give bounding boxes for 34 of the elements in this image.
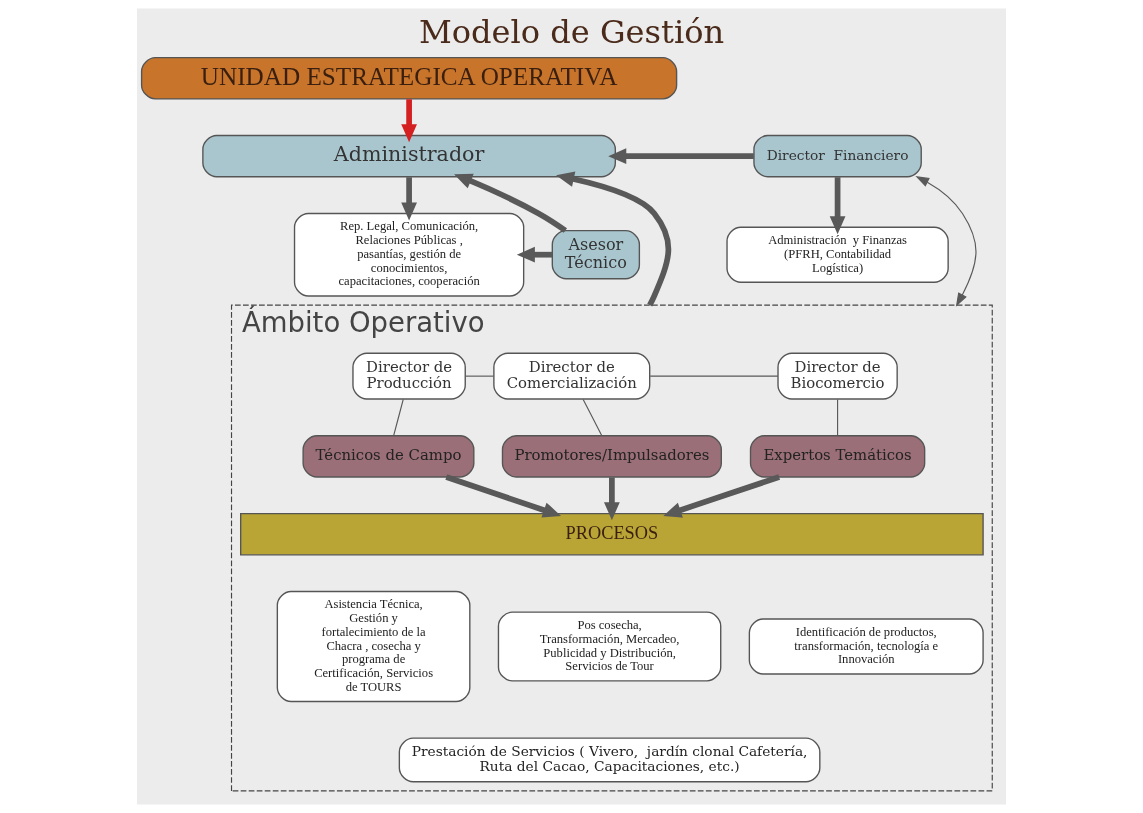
arrow bbox=[401, 99, 417, 143]
arrow bbox=[663, 474, 781, 518]
node-box: Director de Biocomercio bbox=[777, 352, 898, 400]
connector bbox=[582, 398, 603, 436]
node-box: UNIDAD ESTRATEGICA OPERATIVA bbox=[140, 56, 678, 100]
arrow bbox=[608, 148, 754, 165]
arrow bbox=[604, 477, 620, 521]
arrow bbox=[829, 177, 846, 235]
connector bbox=[837, 398, 839, 436]
arrow bbox=[915, 176, 977, 307]
node-box: Expertos Temáticos bbox=[749, 435, 926, 478]
node-box: Prestación de Servicios ( Vivero, jardín clonal Cafetería, Ruta del Cacao, Capacitaciones, etc.) bbox=[398, 737, 821, 783]
connector bbox=[649, 375, 779, 377]
arrow bbox=[556, 171, 672, 307]
node-box: Promotores/Impulsadores bbox=[501, 435, 722, 478]
node-box: Identificación de productos, transformación, tecnología e Innovación bbox=[748, 618, 984, 675]
connector bbox=[393, 398, 404, 436]
arrow bbox=[401, 177, 417, 221]
node-box: Técnicos de Campo bbox=[302, 435, 475, 478]
node-box: Asistencia Técnica, Gestión y fortalecimiento de la Chacra , cosecha y programa de Certificación, Servicios de TOURS bbox=[276, 590, 471, 703]
node-box: PROCESOS bbox=[240, 512, 984, 556]
arrow bbox=[516, 246, 553, 263]
node-box: Director de Comercialización bbox=[493, 352, 651, 400]
node-box: Pos cosecha, Transformación, Mercadeo, Publicidad y Distribución, Servicios de Tour bbox=[497, 611, 722, 682]
diagram-title: Modelo de Gestión bbox=[418, 13, 725, 52]
node-box: Rep. Legal, Comunicación, Relaciones Públicas , pasantías, gestión de conocimientos, capacitaciones, cooperación bbox=[293, 212, 525, 297]
node-box: Director Financiero bbox=[753, 134, 922, 178]
node-box: Director de Producción bbox=[352, 352, 466, 400]
node-box: Administrador bbox=[202, 134, 616, 178]
node-box: Asesor Técnico bbox=[551, 229, 641, 280]
node-box: Administración y Finanzas (PFRH, Contabilidad Logística) bbox=[726, 226, 949, 283]
arrow bbox=[454, 173, 567, 233]
connector bbox=[464, 375, 495, 377]
arrow bbox=[445, 474, 562, 518]
